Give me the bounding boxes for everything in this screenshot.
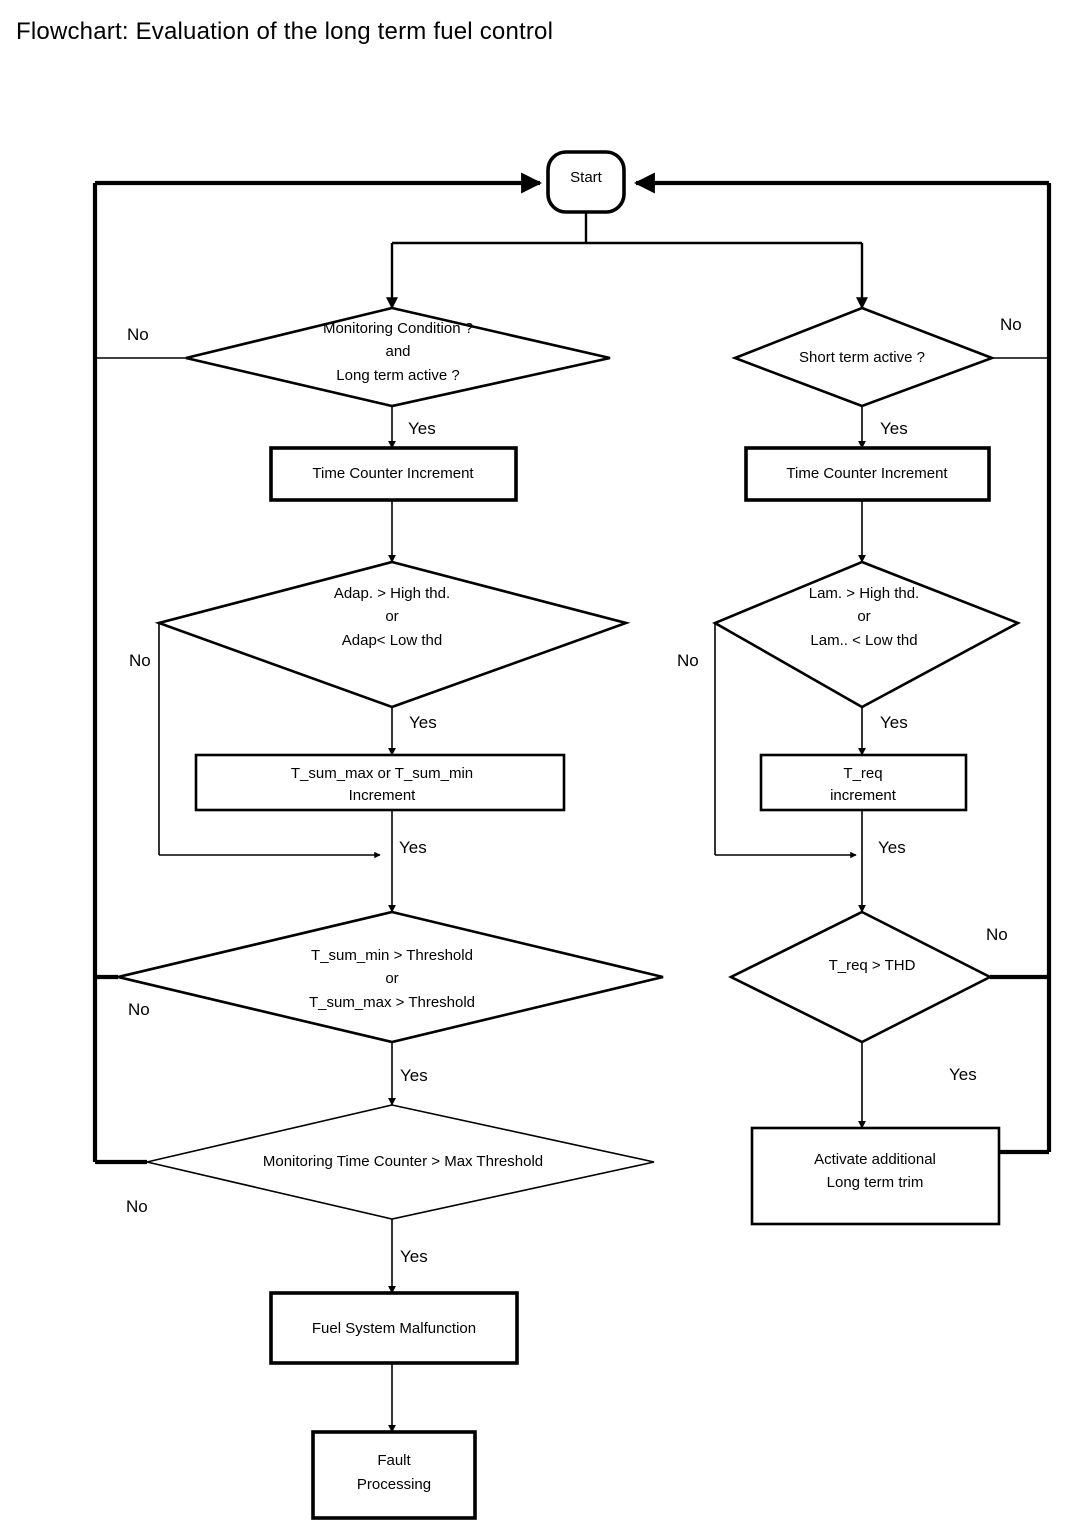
edge-start-split — [386, 212, 868, 310]
edge-label-left-thd-no: No — [129, 651, 151, 670]
node-activate-trim[interactable]: Activate additional Long term trim — [750, 1126, 1001, 1226]
edge-label-right-req-yes: Yes — [878, 838, 906, 857]
node-left-sum-increment[interactable]: T_sum_max or T_sum_min Increment — [194, 753, 566, 812]
node-left-sum-threshold[interactable]: T_sum_min > Threshold or T_sum_max > Thr… — [117, 910, 664, 1044]
node-right-threshold-check-line1: Lam. > High thd. — [809, 585, 919, 602]
node-right-threshold-check-line2: or — [857, 608, 870, 625]
node-left-time-counter[interactable]: Time Counter Increment — [269, 446, 518, 502]
edge-label-monitoring-time-no: No — [126, 1197, 148, 1216]
edge-label-right-thd-yes: Yes — [880, 713, 908, 732]
node-right-condition-label: Short term active ? — [799, 349, 925, 366]
node-right-req-increment-line1: T_req — [843, 765, 882, 782]
node-left-threshold-check[interactable]: Adap. > High thd. or Adap< Low thd — [154, 560, 631, 709]
edge-label-left-sum-yes: Yes — [399, 838, 427, 857]
node-right-time-counter[interactable]: Time Counter Increment — [744, 446, 991, 502]
node-left-condition-line3: Long term active ? — [336, 367, 459, 384]
edge-label-monitoring-time-yes: Yes — [400, 1247, 428, 1266]
node-right-condition[interactable]: Short term active ? — [731, 306, 996, 408]
node-left-time-counter-label: Time Counter Increment — [312, 465, 474, 482]
node-fault-processing-line1: Fault — [377, 1452, 411, 1469]
node-monitoring-time-counter-label: Monitoring Time Counter > Max Threshold — [263, 1153, 543, 1170]
edge-label-right-threshold-no: No — [986, 925, 1008, 944]
node-left-sum-increment-line1: T_sum_max or T_sum_min — [291, 765, 473, 782]
edge-left-thd-no — [158, 623, 381, 859]
node-right-threshold-check-line3: Lam.. < Low thd — [810, 632, 917, 649]
node-left-condition-line1: Monitoring Condition ? — [323, 320, 473, 337]
node-start-label: Start — [570, 169, 603, 186]
edge-left-return-bus — [92, 172, 543, 1162]
node-left-sum-threshold-line3: T_sum_max > Threshold — [309, 994, 475, 1011]
edge-label-left-cond-no: No — [127, 325, 149, 344]
node-right-req-threshold-label: T_req > THD — [829, 957, 916, 974]
node-left-threshold-check-line1: Adap. > High thd. — [334, 585, 450, 602]
node-right-req-increment-line2: increment — [830, 787, 897, 804]
node-fuel-malfunction[interactable]: Fuel System Malfunction — [269, 1291, 519, 1365]
node-left-condition-line2: and — [385, 343, 410, 360]
node-right-req-threshold[interactable]: T_req > THD — [728, 910, 993, 1044]
node-fuel-malfunction-label: Fuel System Malfunction — [312, 1320, 476, 1337]
node-left-sum-increment-line2: Increment — [349, 787, 417, 804]
edge-label-right-thd-no: No — [677, 651, 699, 670]
node-right-threshold-check[interactable]: Lam. > High thd. or Lam.. < Low thd — [712, 560, 1022, 709]
edge-label-right-threshold-yes: Yes — [949, 1065, 977, 1084]
edge-label-left-cond-yes: Yes — [408, 419, 436, 438]
edge-label-left-threshold-no: No — [128, 1000, 150, 1019]
node-left-sum-threshold-line2: or — [385, 970, 398, 987]
edge-label-right-cond-yes: Yes — [880, 419, 908, 438]
node-left-threshold-check-line2: or — [385, 608, 398, 625]
node-activate-trim-line1: Activate additional — [814, 1151, 936, 1168]
node-left-threshold-check-line3: Adap< Low thd — [342, 632, 443, 649]
edge-right-return-bus — [633, 172, 1052, 1155]
node-left-condition[interactable]: Monitoring Condition ? and Long term act… — [185, 306, 611, 408]
edge-right-thd-no — [714, 623, 857, 859]
node-fault-processing[interactable]: Fault Processing — [311, 1430, 477, 1520]
node-monitoring-time-counter[interactable]: Monitoring Time Counter > Max Threshold — [146, 1104, 655, 1220]
node-right-time-counter-label: Time Counter Increment — [786, 465, 948, 482]
node-left-sum-threshold-line1: T_sum_min > Threshold — [311, 947, 473, 964]
node-right-req-increment[interactable]: T_req increment — [759, 753, 968, 812]
edge-label-left-thd-yes: Yes — [409, 713, 437, 732]
page-title: Flowchart: Evaluation of the long term f… — [16, 18, 554, 45]
node-fault-processing-line2: Processing — [357, 1476, 431, 1493]
edge-label-right-cond-no: No — [1000, 315, 1022, 334]
edge-label-left-threshold-yes: Yes — [400, 1066, 428, 1085]
node-start[interactable]: Start — [546, 150, 626, 214]
node-activate-trim-line2: Long term trim — [827, 1174, 924, 1191]
